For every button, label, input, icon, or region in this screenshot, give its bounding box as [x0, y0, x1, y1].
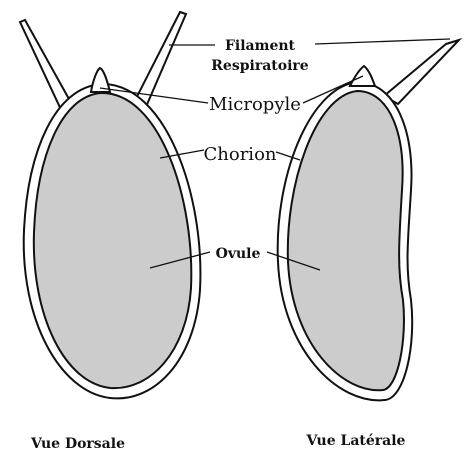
dorsal-view-egg [20, 12, 200, 398]
dorsal-view-caption: Vue Dorsale [30, 436, 125, 452]
filament-label-line1: Filament [225, 38, 296, 54]
filament-leader-right [315, 39, 450, 44]
lateral-filament [384, 40, 459, 104]
lateral-view-caption: Vue Latérale [306, 433, 406, 449]
lateral-view-egg [278, 40, 459, 400]
ovule-label: Ovule [216, 246, 261, 262]
micropyle-label: Micropyle [209, 94, 301, 115]
chorion-label: Chorion [204, 144, 277, 165]
filament-label-line2: Respiratoire [211, 58, 308, 74]
